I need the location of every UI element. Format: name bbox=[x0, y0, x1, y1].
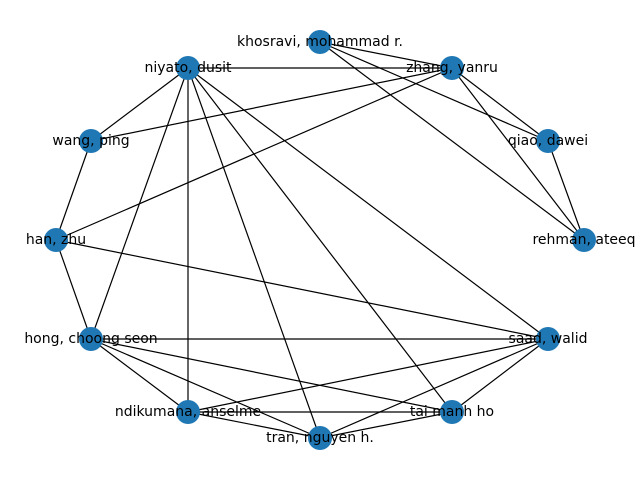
label-layer: khosravi, mohammad r.zhang, yanru qiao, d… bbox=[24, 34, 635, 446]
edge-hong-tai bbox=[90, 338, 453, 413]
node-rehman bbox=[572, 228, 596, 252]
node-label-tran: tran, nguyen h. bbox=[266, 430, 374, 446]
node-label-zhang: zhang, yanru bbox=[406, 60, 498, 76]
node-label-ndikumana: ndikumana, anselme bbox=[115, 404, 261, 420]
node-label-khosravi: khosravi, mohammad r. bbox=[237, 34, 403, 50]
node-tai bbox=[440, 400, 464, 424]
edge-niyato-saad bbox=[187, 67, 549, 340]
node-ndikumana bbox=[176, 400, 200, 424]
edge-niyato-tai bbox=[187, 67, 453, 413]
edge-niyato-tran bbox=[187, 67, 321, 439]
node-label-niyato: niyato, dusit bbox=[144, 60, 232, 76]
edge-zhang-wang bbox=[90, 67, 453, 142]
node-label-wang: wang, ping bbox=[52, 133, 129, 149]
edge-han-hong bbox=[55, 239, 92, 340]
node-label-hong: hong, choong seon bbox=[24, 331, 157, 347]
edge-zhang-han bbox=[55, 67, 453, 241]
node-qiao bbox=[536, 129, 560, 153]
edge-zhang-rehman bbox=[451, 67, 585, 241]
edge-zhang-qiao bbox=[451, 67, 549, 142]
edge-niyato-wang bbox=[90, 67, 189, 142]
node-label-han: han, zhu bbox=[26, 232, 86, 248]
edge-wang-han bbox=[55, 140, 92, 241]
edge-hong-tran bbox=[90, 338, 321, 439]
node-han bbox=[44, 228, 68, 252]
node-khosravi bbox=[308, 30, 332, 54]
node-label-saad: saad, walid bbox=[509, 331, 588, 347]
node-hong bbox=[79, 327, 103, 351]
edge-saad-ndikumana bbox=[187, 338, 549, 413]
edge-tran-tai bbox=[319, 411, 453, 439]
node-niyato bbox=[176, 56, 200, 80]
edge-khosravi-qiao bbox=[319, 41, 549, 142]
node-label-rehman: rehman, ateeq bbox=[532, 232, 635, 248]
edge-saad-tran bbox=[319, 338, 549, 439]
node-zhang bbox=[440, 56, 464, 80]
node-wang bbox=[79, 129, 103, 153]
edge-hong-ndikumana bbox=[90, 338, 189, 413]
edge-saad-tai bbox=[451, 338, 549, 413]
edge-han-saad bbox=[55, 239, 549, 340]
node-label-qiao: qiao, dawei bbox=[508, 133, 588, 149]
node-saad bbox=[536, 327, 560, 351]
node-layer bbox=[44, 30, 596, 450]
edge-khosravi-zhang bbox=[319, 41, 453, 69]
node-label-tai: tai manh ho bbox=[410, 404, 494, 420]
edge-khosravi-rehman bbox=[319, 41, 585, 241]
node-tran bbox=[308, 426, 332, 450]
edge-ndikumana-tran bbox=[187, 411, 321, 439]
edge-layer bbox=[55, 41, 585, 439]
edge-qiao-rehman bbox=[547, 140, 585, 241]
